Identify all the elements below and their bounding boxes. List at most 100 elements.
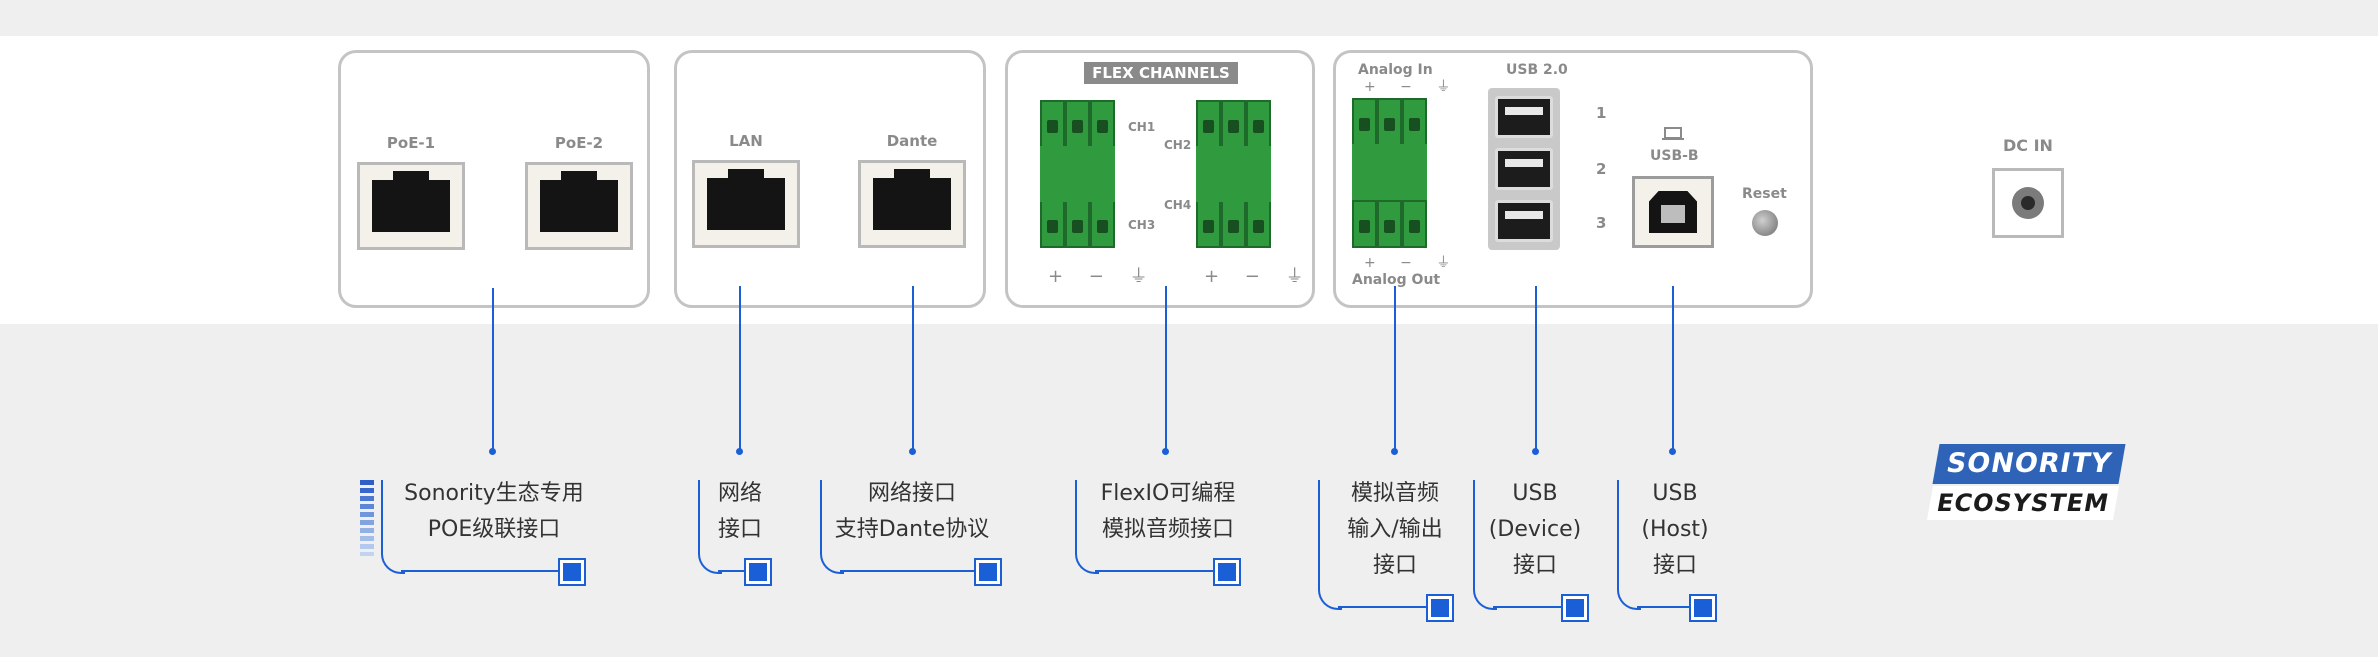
ch3-terminal[interactable] xyxy=(1065,200,1090,248)
reset-label: Reset xyxy=(1742,186,1787,202)
bracket-analog xyxy=(1318,480,1320,588)
bracket-poe-h xyxy=(401,570,559,572)
callout-dot-dante xyxy=(909,448,916,455)
ch2-terminal[interactable] xyxy=(1246,100,1271,148)
analog-out-terminal[interactable] xyxy=(1377,200,1402,248)
bracket-analog-h xyxy=(1338,606,1428,608)
flex-right-block-body xyxy=(1196,146,1271,202)
ch4-terminal[interactable] xyxy=(1246,200,1271,248)
poe1-port[interactable] xyxy=(357,162,465,250)
bracket-usb-device-h xyxy=(1493,606,1563,608)
desc-network: 网络 接口 xyxy=(717,481,762,542)
top-band xyxy=(0,0,2378,36)
ch1-terminal[interactable] xyxy=(1040,100,1065,148)
callout-line-analog xyxy=(1394,286,1396,452)
poe2-label: PoE-2 xyxy=(554,134,604,152)
ch2-terminal[interactable] xyxy=(1221,100,1246,148)
analog-block-body xyxy=(1352,144,1427,202)
logo-ecosystem: ECOSYSTEM xyxy=(1927,486,2119,520)
desc-dante: 网络接口 支持Dante协议 xyxy=(834,481,990,542)
ch4-terminal[interactable] xyxy=(1221,200,1246,248)
analog-out-terminal[interactable] xyxy=(1402,200,1427,248)
dante-label: Dante xyxy=(886,132,938,150)
usb-a-port-3[interactable] xyxy=(1495,200,1553,242)
poe2-port[interactable] xyxy=(525,162,633,250)
bracket-dante xyxy=(820,480,822,552)
flex-channels-title: FLEX CHANNELS xyxy=(1084,62,1238,84)
callout-line-lan xyxy=(739,286,741,452)
usb-port-number-2: 2 xyxy=(1596,160,1607,178)
callout-dot-usb-host xyxy=(1669,448,1676,455)
dc-in-label: DC IN xyxy=(2003,136,2053,155)
analog-out-label: Analog Out xyxy=(1352,272,1441,288)
analog-out-polarity: + − ⏚ xyxy=(1364,255,1461,271)
analog-in-terminal[interactable] xyxy=(1352,98,1377,146)
bracket-usb-device xyxy=(1473,480,1475,588)
callout-line-dante xyxy=(912,286,914,452)
desc-usb-host: USB (Host) 接口 xyxy=(1641,481,1709,578)
poe1-label: PoE-1 xyxy=(386,134,436,152)
ch3-terminal[interactable] xyxy=(1040,200,1065,248)
analog-in-terminal[interactable] xyxy=(1377,98,1402,146)
flex-left-block-body xyxy=(1040,146,1115,202)
callout-dot-usb-device xyxy=(1532,448,1539,455)
callout-dot-analog xyxy=(1391,448,1398,455)
flex-right-polarity: + − ⏚ xyxy=(1204,266,1314,287)
analog-in-label: Analog In xyxy=(1358,62,1433,78)
callout-dot-poe xyxy=(489,448,496,455)
ch1-terminal[interactable] xyxy=(1065,100,1090,148)
callout-line-usb-device xyxy=(1535,286,1537,452)
analog-in-terminal[interactable] xyxy=(1402,98,1427,146)
callout-dot-flex xyxy=(1162,448,1169,455)
usb-b-label: USB-B xyxy=(1650,148,1699,164)
ch3-label: CH3 xyxy=(1128,218,1156,232)
desc-analog: 模拟音频 输入/输出 接口 xyxy=(1347,481,1443,578)
usb2-title: USB 2.0 xyxy=(1506,62,1568,78)
usb-a-port-1[interactable] xyxy=(1495,96,1553,138)
analog-in-polarity: + − ⏚ xyxy=(1364,79,1461,95)
bracket-flexio xyxy=(1075,480,1077,552)
marker-usb-device xyxy=(1561,594,1589,622)
bracket-usb-host-h xyxy=(1637,606,1691,608)
flex-left-polarity: + − ⏚ xyxy=(1048,266,1158,287)
laptop-icon xyxy=(1662,126,1684,140)
bracket-usb-host xyxy=(1617,480,1619,588)
ch2-label: CH2 xyxy=(1164,138,1192,152)
lan-port[interactable] xyxy=(692,160,800,248)
dante-port[interactable] xyxy=(858,160,966,248)
analog-out-terminal[interactable] xyxy=(1352,200,1377,248)
ch1-terminal[interactable] xyxy=(1090,100,1115,148)
level-meter-icon xyxy=(360,480,374,556)
callout-line-poe xyxy=(492,288,494,452)
ch3-terminal[interactable] xyxy=(1090,200,1115,248)
callout-line-flex xyxy=(1165,286,1167,452)
marker-dante xyxy=(974,558,1002,586)
logo-sonority: SONORITY xyxy=(1932,444,2126,484)
callout-line-usb-host xyxy=(1672,286,1674,452)
marker-poe xyxy=(558,558,586,586)
marker-flexio xyxy=(1213,558,1241,586)
usb-b-port[interactable] xyxy=(1632,176,1714,248)
bracket-poe xyxy=(381,480,383,552)
ch1-label: CH1 xyxy=(1128,120,1156,134)
usb-a-port-2[interactable] xyxy=(1495,148,1553,190)
marker-network xyxy=(744,558,772,586)
reset-button[interactable] xyxy=(1752,210,1778,236)
bracket-network-h xyxy=(718,570,746,572)
desc-usb-device: USB (Device) 接口 xyxy=(1488,481,1582,578)
ch4-terminal[interactable] xyxy=(1196,200,1221,248)
bracket-dante-h xyxy=(840,570,976,572)
marker-usb-host xyxy=(1689,594,1717,622)
lan-label: LAN xyxy=(729,132,763,150)
usb-port-number-1: 1 xyxy=(1596,104,1607,122)
marker-analog xyxy=(1426,594,1454,622)
bracket-flexio-h xyxy=(1095,570,1215,572)
desc-flexio: FlexIO可编程 模拟音频接口 xyxy=(1100,481,1236,542)
ch4-label: CH4 xyxy=(1164,198,1192,212)
usb-port-number-3: 3 xyxy=(1596,214,1607,232)
dc-in-jack[interactable] xyxy=(1992,168,2064,238)
ch2-terminal[interactable] xyxy=(1196,100,1221,148)
callout-dot-lan xyxy=(736,448,743,455)
desc-poe: Sonority生态专用 POE级联接口 xyxy=(404,481,584,542)
bracket-network xyxy=(698,480,700,552)
